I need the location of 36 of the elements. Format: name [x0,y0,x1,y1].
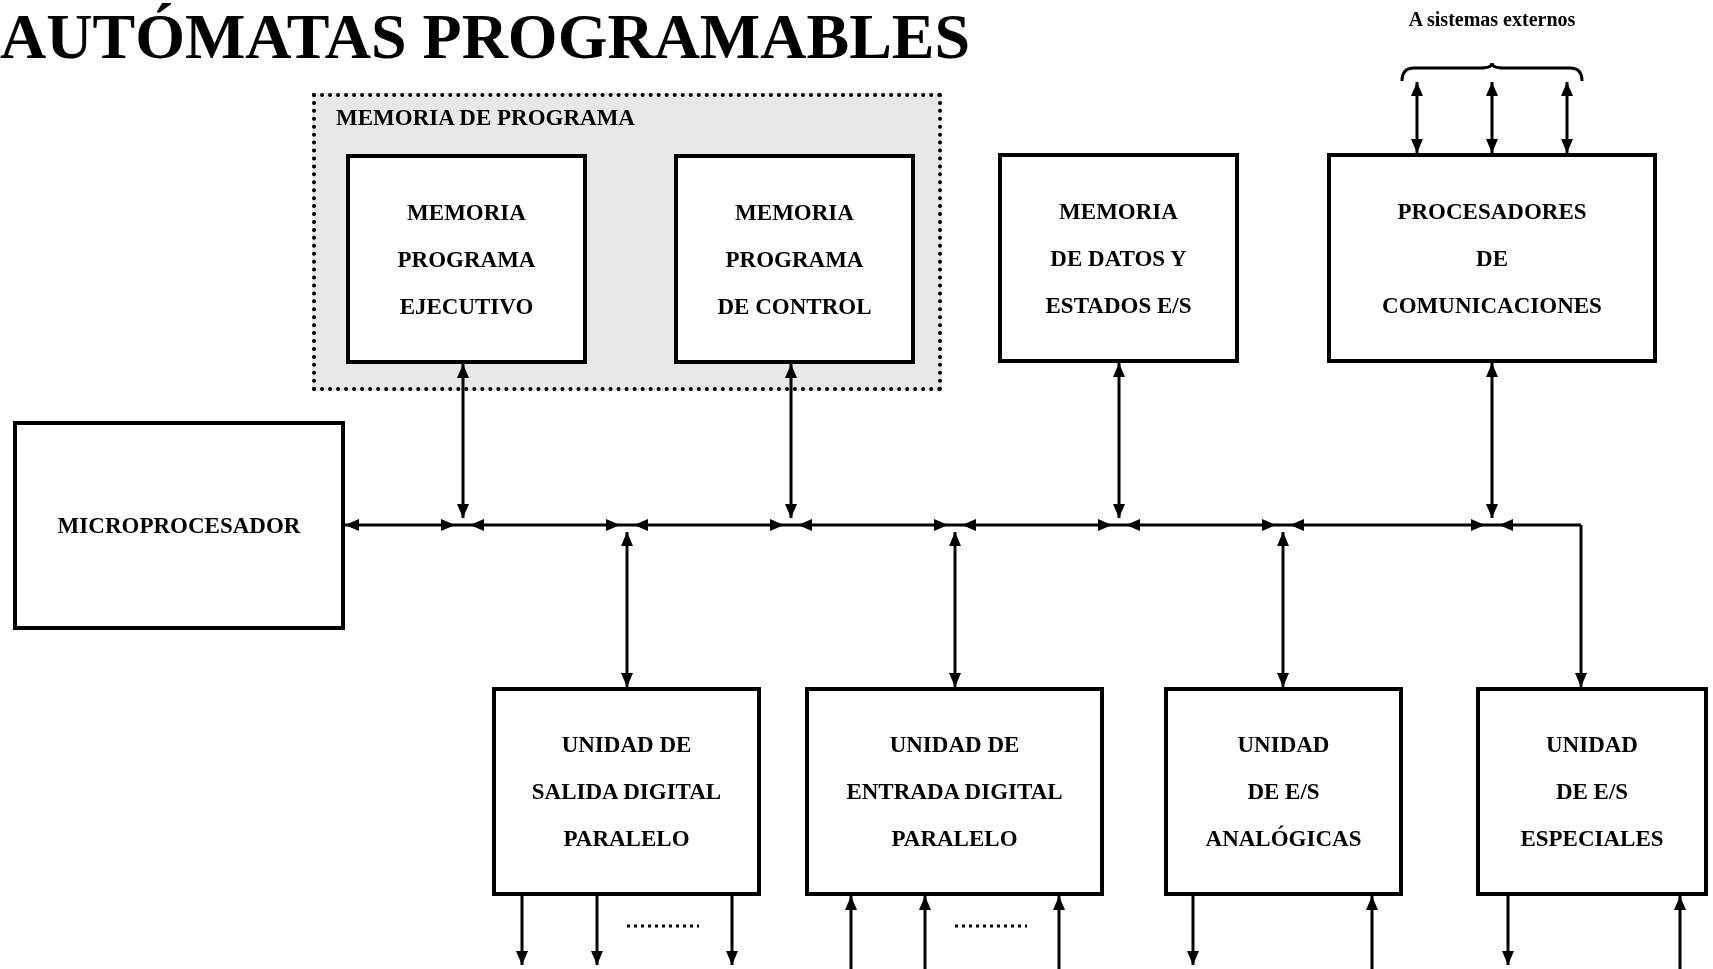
connector-arrow [1561,82,1573,153]
connector-arrow [345,519,455,531]
processor-box: MICROPROCESADOR [13,421,345,630]
connector-arrow [1486,363,1498,518]
connector-arrow [1575,525,1587,687]
connector-arrow [1053,896,1065,969]
input-unit-box: UNIDAD DE ENTRADA DIGITAL PARALELO [805,687,1104,896]
group-label: MEMORIA DE PROGRAMA [336,105,635,131]
connector-arrow [1277,532,1289,687]
diagram-title: AUTÓMATAS PROGRAMABLES [0,0,971,74]
memory-box: MEMORIA PROGRAMA DE CONTROL [674,154,915,364]
connector-arrow [1502,896,1514,965]
io-unit-box: UNIDAD DE E/S ESPECIALES [1476,687,1708,896]
connector-arrow [726,896,738,965]
connector-arrow [1113,363,1125,518]
connector-arrow [516,896,528,965]
connector-arrow [919,896,931,969]
output-unit-box: UNIDAD DE SALIDA DIGITAL PARALELO [492,687,761,896]
connector-arrow [845,896,857,969]
connector-arrow [621,532,633,687]
connector-arrow [1486,82,1498,153]
data-bus [455,518,1581,532]
connector-arrow [1187,896,1199,965]
connector-arrow [1411,82,1423,153]
connector-arrow [949,532,961,687]
connector-arrow [591,896,603,965]
io-unit-box: UNIDAD DE E/S ANALÓGICAS [1164,687,1403,896]
connector-arrow [785,364,797,518]
connector-arrow [1366,896,1378,969]
memory-group [312,93,942,391]
connector-arrow [1674,896,1686,969]
memory-box: MEMORIA DE DATOS Y ESTADOS E/S [998,153,1239,363]
annotation-text: A sistemas externos [1407,8,1577,31]
connector-arrow [457,364,469,518]
memory-box: MEMORIA PROGRAMA EJECUTIVO [346,154,587,364]
processor-box: PROCESADORES DE COMUNICACIONES [1327,153,1657,363]
